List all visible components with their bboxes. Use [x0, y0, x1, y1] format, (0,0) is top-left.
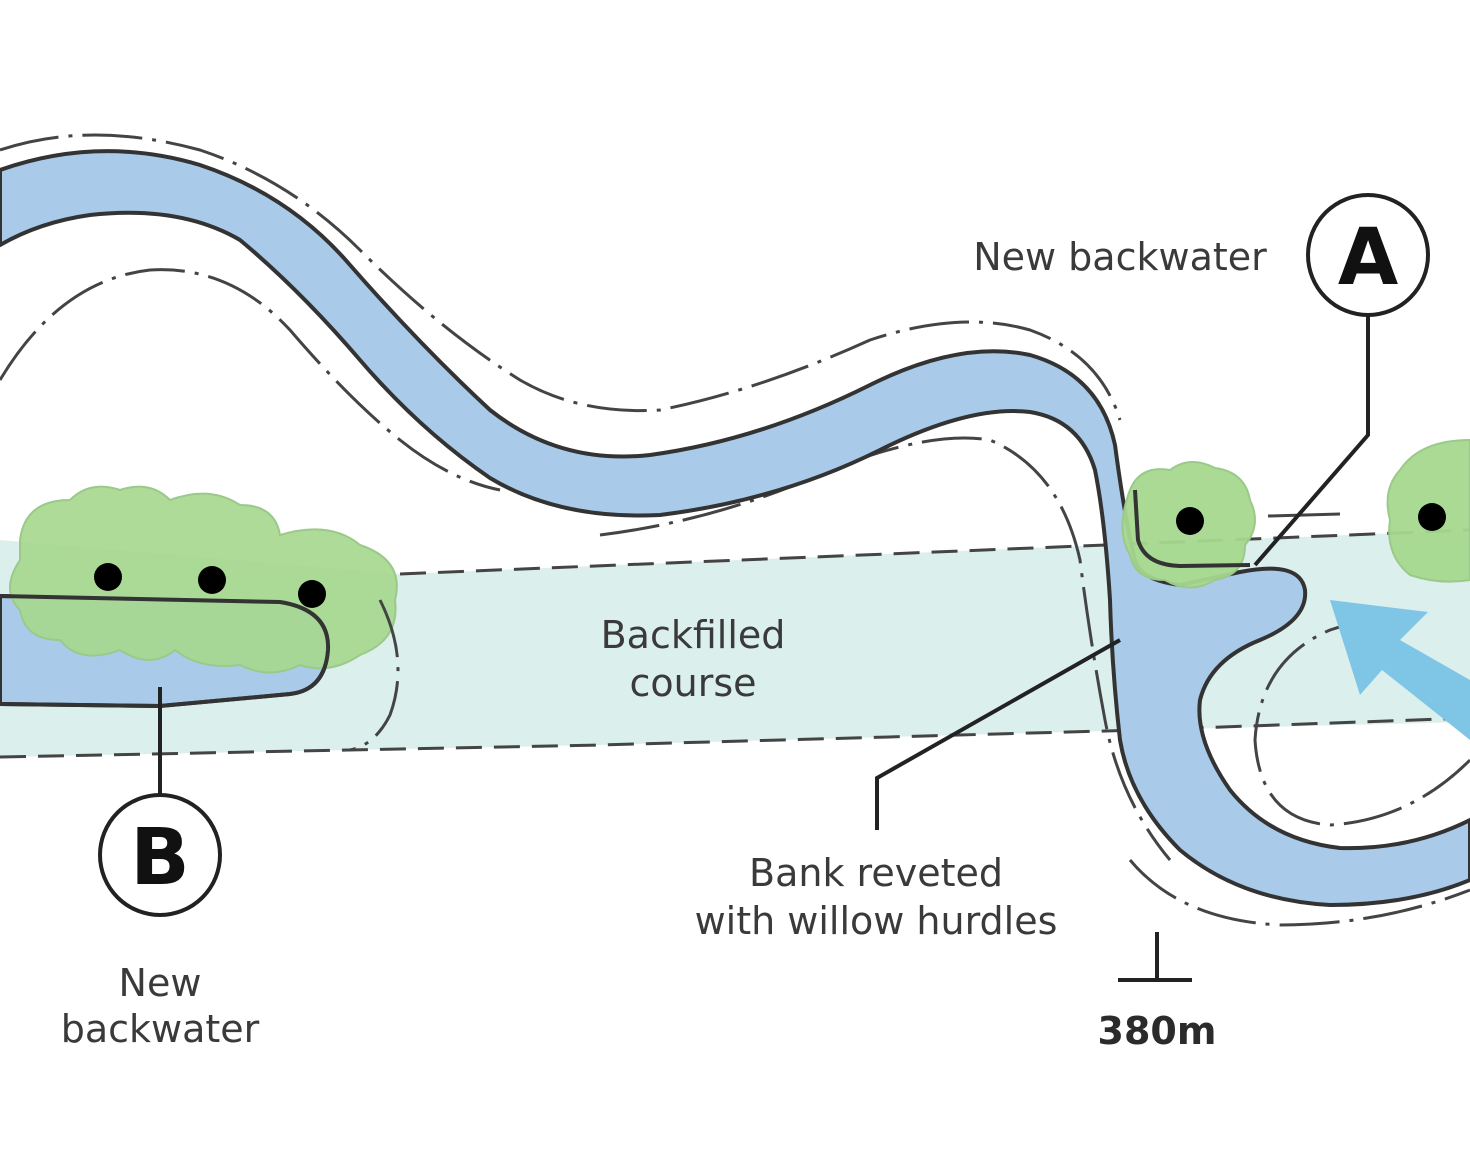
- label-backwater: backwater: [61, 1007, 260, 1051]
- tree-marker: [1176, 507, 1204, 535]
- backwater-a-outline: [1133, 489, 1251, 569]
- bank-reveted-leader: [875, 638, 1121, 830]
- corridor-line-left-arc: [349, 599, 400, 752]
- tree-marker: [198, 566, 226, 594]
- river-channel: [0, 149, 1470, 908]
- tree-marker: [1418, 503, 1446, 531]
- callout-a-letter: A: [1338, 213, 1398, 303]
- callout-a-leader: [1253, 315, 1370, 567]
- backfill-edge-bottom: [0, 716, 1470, 759]
- flow-arrow: [1330, 600, 1470, 740]
- backfill-edge-top: [399, 528, 1470, 576]
- label-new: New: [119, 961, 202, 1005]
- scale-bar: [1118, 932, 1192, 982]
- label-willow-hurdles: with willow hurdles: [695, 899, 1058, 943]
- scale-label: 380m: [1098, 1009, 1217, 1053]
- tree-marker: [298, 580, 326, 608]
- corridor-line-inner-left: [0, 268, 501, 492]
- label-course: course: [629, 661, 756, 705]
- corridor-line-loop-right: [1253, 618, 1470, 827]
- tree-marker: [94, 563, 122, 591]
- corridor-line-bottom-right: [1128, 859, 1470, 927]
- label-backfilled: Backfilled: [601, 613, 786, 657]
- corridor-line-outer-top: [0, 133, 1122, 421]
- backwater-b-outline: [0, 594, 331, 709]
- label-bank-reveted: Bank reveted: [749, 851, 1003, 895]
- label-new-backwater-top: New backwater: [973, 235, 1267, 279]
- bank-line-a: [1267, 512, 1341, 518]
- callout-b-letter: B: [130, 813, 189, 903]
